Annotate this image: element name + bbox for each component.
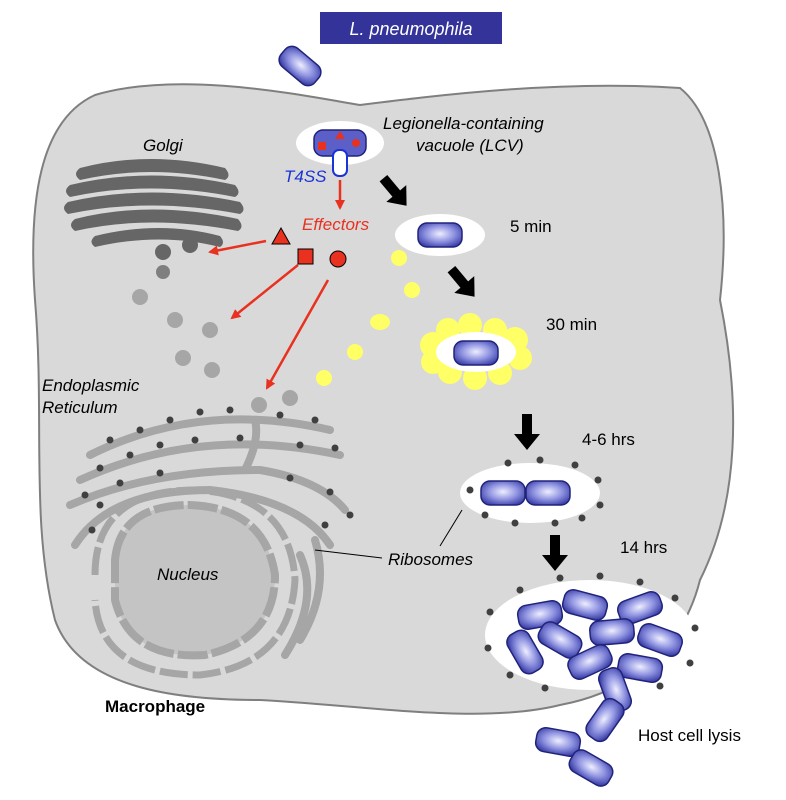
macrophage-label: Macrophage: [105, 697, 205, 716]
timepoint-5min: 5 min: [510, 217, 552, 236]
bacterium-4-6hrs-a: [480, 480, 526, 506]
lcv-label-line1: Legionella-containing: [383, 114, 544, 133]
effector-circle: [329, 250, 347, 268]
ribosomes-leader-er: [314, 549, 383, 559]
timepoint-30min: 30 min: [546, 315, 597, 334]
effector-square: [297, 248, 314, 265]
yellow-vesicles: [316, 250, 420, 386]
er-label-line2: Reticulum: [42, 398, 118, 417]
host-cell-lysis-label: Host cell lysis: [638, 726, 741, 745]
t4ss-label: T4SS: [284, 167, 327, 186]
timepoint-14hrs: 14 hrs: [620, 538, 667, 557]
released-bacteria: [533, 694, 629, 791]
lcv-effector-square: [318, 142, 326, 150]
effector-triangle: [271, 226, 291, 245]
t4ss-apparatus: [332, 149, 348, 177]
lcv-effector-triangle: [335, 131, 345, 139]
endoplasmic-reticulum: [66, 415, 349, 659]
bacterium-4-6hrs-b: [525, 480, 571, 506]
lcv-label-line2: vacuole (LCV): [416, 136, 524, 155]
nucleus: [91, 486, 299, 679]
ribosomes-leader-vacuole: [439, 509, 463, 547]
effector-arrows: [208, 239, 330, 390]
golgi-apparatus: [64, 159, 244, 279]
bacterium-30min: [453, 340, 499, 366]
title-banner: [320, 12, 502, 44]
er-label-line1: Endoplasmic: [42, 376, 140, 395]
lcv-effector-circle: [352, 139, 360, 147]
timepoint-4-6hrs: 4-6 hrs: [582, 430, 635, 449]
er-vesicles: [132, 289, 298, 413]
ribosomes-label: Ribosomes: [388, 550, 474, 569]
er-ribosomes: [81, 406, 354, 534]
nucleus-label: Nucleus: [157, 565, 219, 584]
vacuole-14hrs-ribosomes: [484, 572, 699, 692]
golgi-label: Golgi: [143, 136, 184, 155]
effectors-label: Effectors: [302, 215, 370, 234]
bacterium-5min: [417, 222, 463, 248]
title-banner-text: L. pneumophila: [349, 19, 472, 39]
vacuole-4-6hrs-ribosomes: [466, 456, 604, 527]
incoming-bacterium: [274, 41, 326, 91]
